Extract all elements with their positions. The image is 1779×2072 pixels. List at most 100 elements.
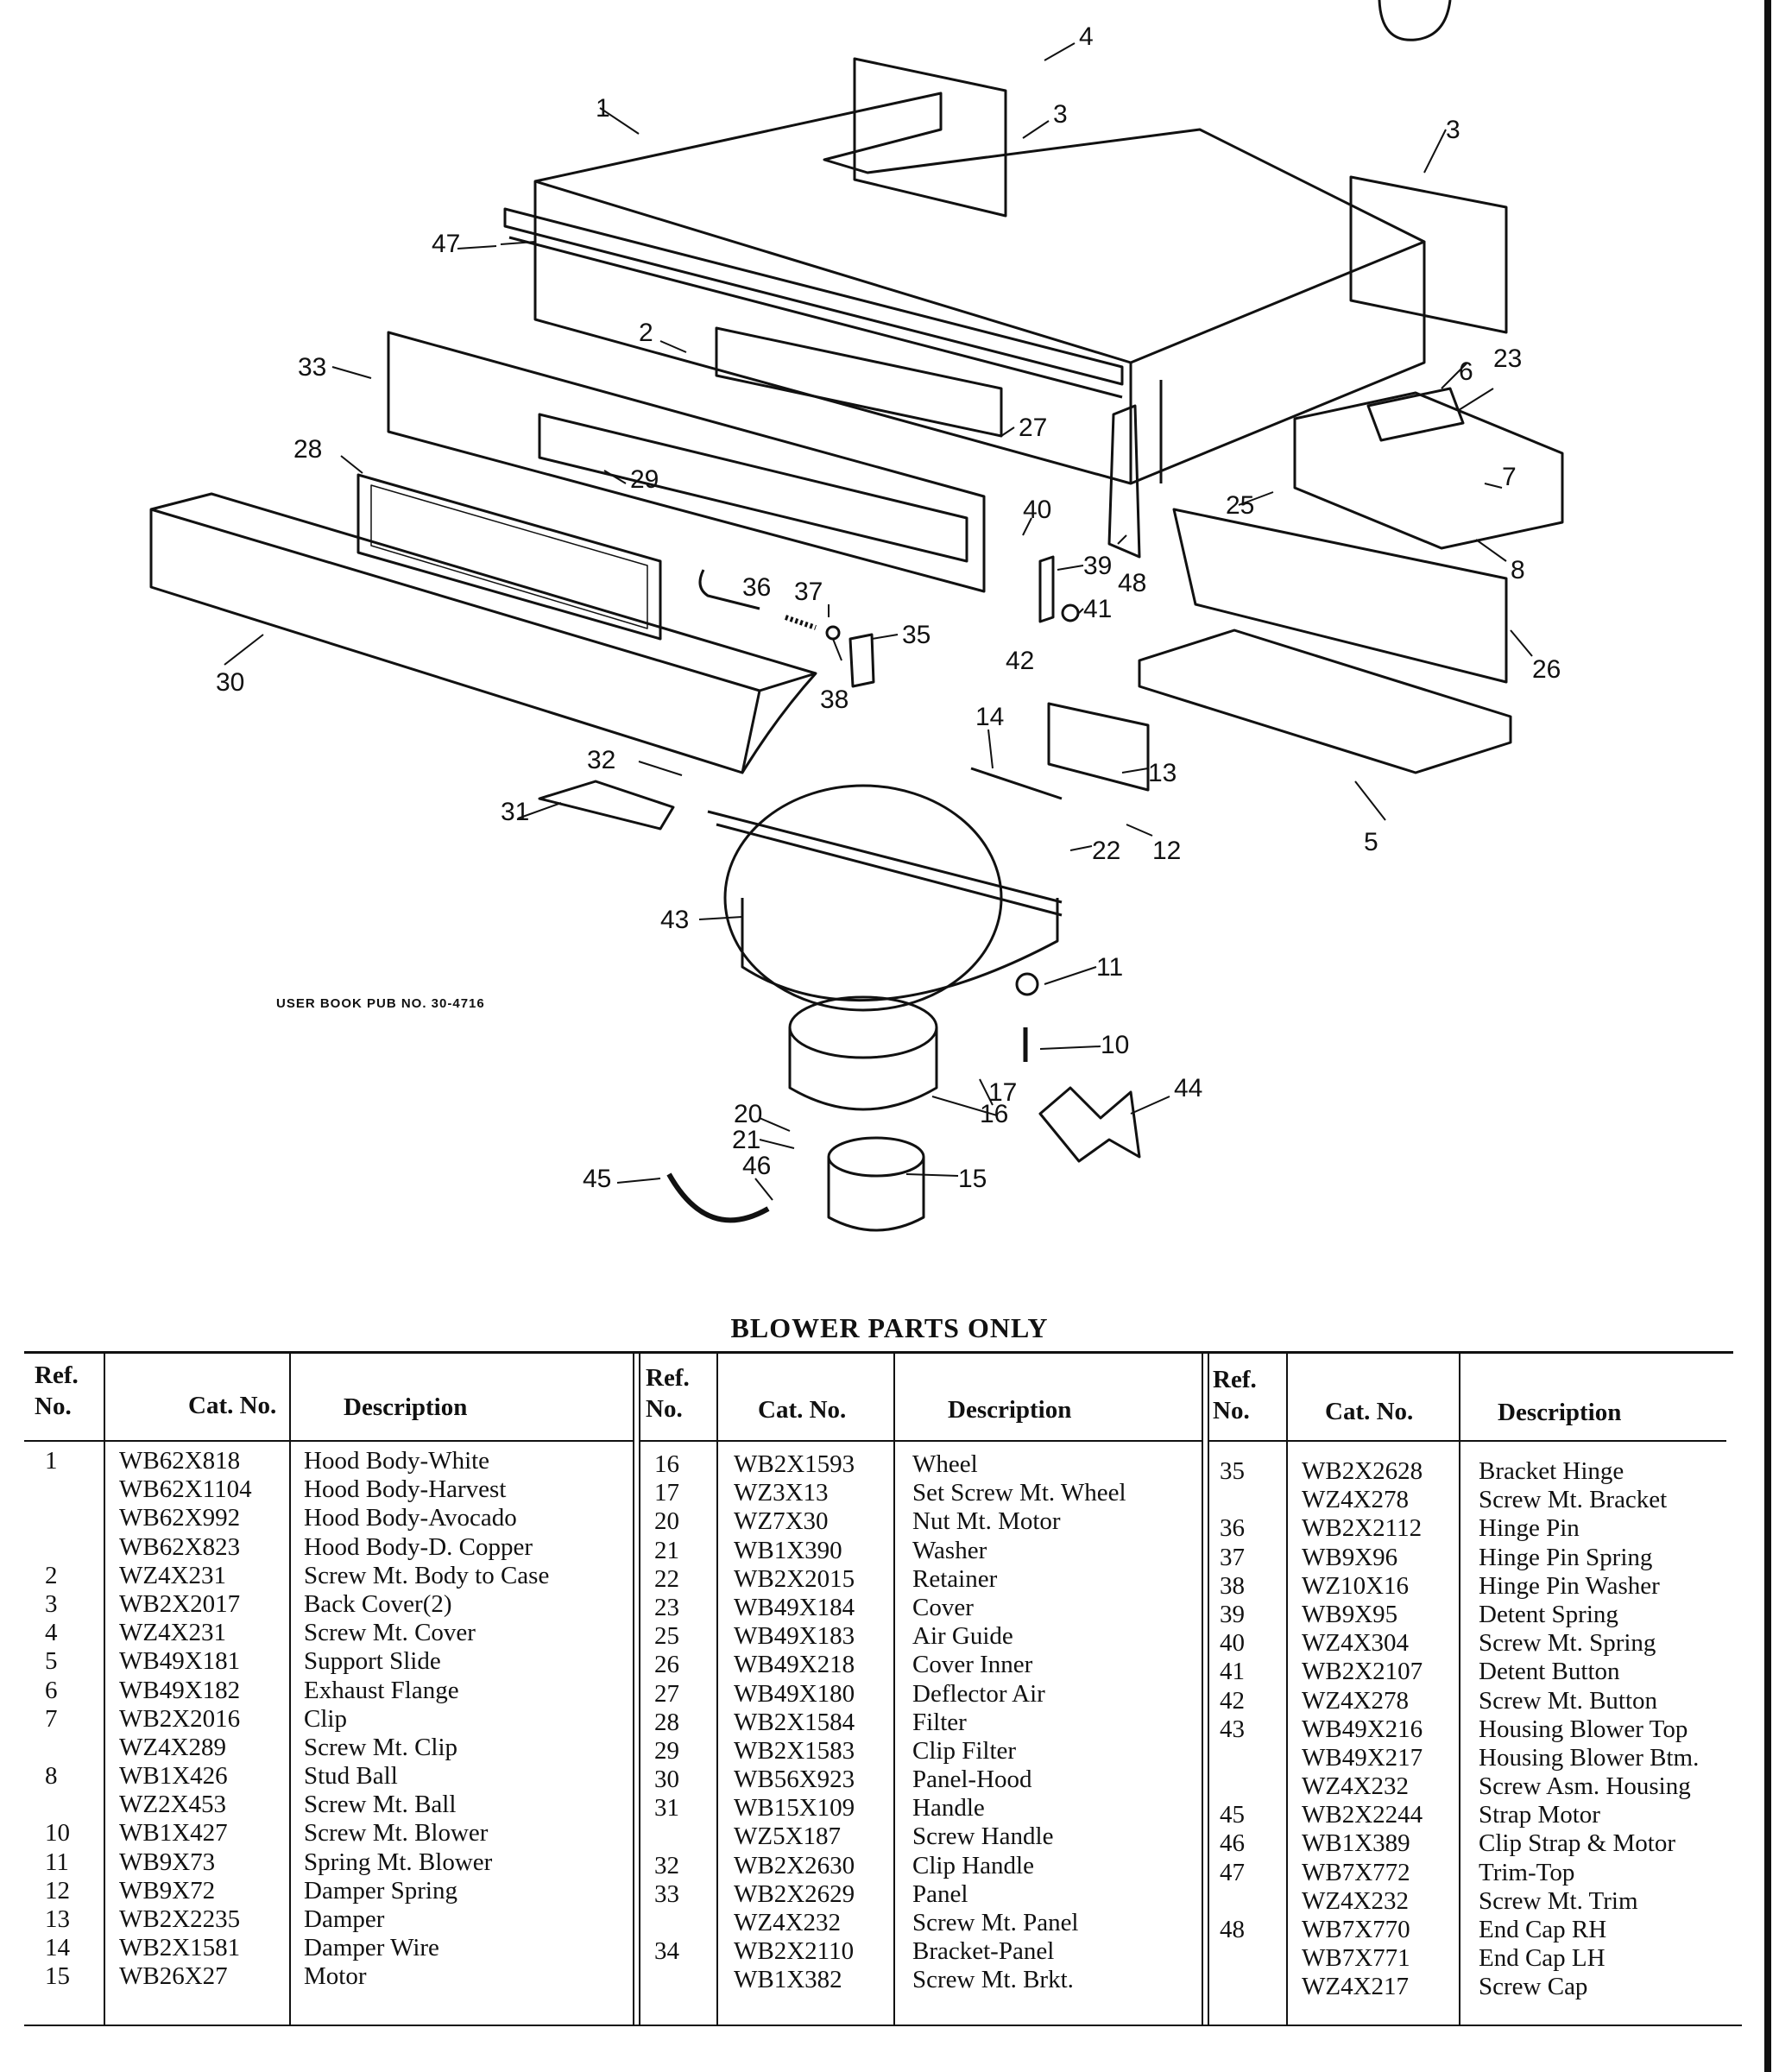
- cat-cell: WB1X382: [734, 1966, 842, 1994]
- cat-cell: WB2X1593: [734, 1450, 855, 1478]
- cat-cell: WZ4X231: [119, 1619, 227, 1647]
- cat-column-1: WB62X818 WB62X1104 WB62X992 WB62X823 WZ4…: [119, 1447, 252, 1992]
- cat-cell: WB49X182: [119, 1676, 241, 1704]
- header-cat-1: Cat. No.: [188, 1392, 277, 1419]
- ref-cell: 6: [45, 1676, 58, 1704]
- housing-blower-part: [723, 784, 1003, 1012]
- callout-43: 43: [660, 906, 689, 934]
- housing-rail-low: [716, 823, 1063, 917]
- ref-cell: [1220, 1486, 1245, 1514]
- desc-cell: Spring Mt. Blower: [304, 1848, 493, 1876]
- cat-cell: WB2X2235: [119, 1905, 241, 1933]
- cat-cell: WB2X1581: [119, 1934, 241, 1962]
- ref-cell: 43: [1220, 1715, 1245, 1743]
- divider: [1286, 1351, 1288, 2025]
- damper-wire-part: [970, 767, 1063, 800]
- cat-cell: WZ5X187: [734, 1822, 842, 1851]
- clip-filter-plate: [538, 413, 968, 563]
- motor-top: [827, 1136, 925, 1178]
- header-desc-2: Description: [948, 1396, 1072, 1424]
- callout-32: 32: [587, 746, 615, 774]
- desc-cell: Clip Strap & Motor: [1479, 1829, 1675, 1858]
- desc-cell: Housing Blower Btm.: [1479, 1743, 1700, 1772]
- ref-cell: 16: [654, 1450, 679, 1478]
- ref-cell: [654, 1966, 679, 1994]
- spring-mt-part: [1015, 972, 1039, 996]
- callout-38: 38: [820, 685, 848, 714]
- header-rule-3: [1208, 1440, 1726, 1442]
- desc-cell: Back Cover(2): [304, 1589, 452, 1618]
- desc-cell: Hinge Pin Spring: [1479, 1543, 1653, 1571]
- ref-cell: 41: [1220, 1658, 1245, 1686]
- cat-cell: WB2X2629: [734, 1879, 855, 1908]
- desc-cell: Motor: [304, 1962, 367, 1991]
- desc-cell: Strap Motor: [1479, 1801, 1600, 1829]
- header-desc-3: Description: [1498, 1399, 1622, 1426]
- desc-cell: Screw Mt. Trim: [1479, 1886, 1638, 1915]
- divider: [639, 1351, 640, 2025]
- callout-33: 33: [298, 353, 326, 382]
- ref-cell: 39: [1220, 1600, 1245, 1628]
- ref-cell: 35: [1220, 1457, 1245, 1485]
- cat-cell: WB2X2630: [734, 1851, 855, 1879]
- callout-23: 23: [1493, 344, 1522, 373]
- cat-cell: WB1X426: [119, 1762, 228, 1791]
- ref-cell: 28: [654, 1708, 679, 1736]
- filter-part: [356, 473, 662, 641]
- wheel-top: [788, 995, 938, 1059]
- cat-cell: WB2X2017: [119, 1589, 241, 1618]
- ref-cell: 12: [45, 1876, 70, 1905]
- wheel-part: [788, 1027, 938, 1111]
- ref-cell: 22: [654, 1564, 679, 1593]
- desc-cell: Screw Mt. Cover: [304, 1619, 476, 1647]
- ref-cell: [654, 1822, 679, 1851]
- cat-cell: WB49X184: [734, 1593, 855, 1621]
- desc-cell: Screw Mt. Spring: [1479, 1629, 1656, 1658]
- desc-cell: Detent Spring: [1479, 1600, 1618, 1628]
- callout-7: 7: [1502, 463, 1517, 491]
- cat-column-2: WB2X1593 WZ3X13 WZ7X30 WB1X390 WB2X2015 …: [734, 1450, 855, 1995]
- callout-35: 35: [902, 621, 931, 649]
- desc-cell: Screw Mt. Brkt.: [912, 1966, 1074, 1994]
- desc-cell: Clip Filter: [912, 1736, 1017, 1765]
- back-cover-left: [853, 57, 1007, 218]
- desc-cell: Hood Body-Harvest: [304, 1475, 507, 1504]
- cover-inner-part: [1172, 508, 1508, 684]
- desc-cell: Filter: [912, 1708, 967, 1736]
- ref-cell: 33: [654, 1879, 679, 1908]
- desc-cell: Exhaust Flange: [304, 1676, 459, 1704]
- ref-cell: 38: [1220, 1571, 1245, 1600]
- desc-cell: Wheel: [912, 1450, 978, 1478]
- cat-cell: WB2X1583: [734, 1736, 855, 1765]
- hinge-pin-washer-part: [825, 625, 841, 641]
- cat-cell: WZ4X304: [1302, 1629, 1410, 1658]
- ref-cell: [1220, 1772, 1245, 1801]
- callout-14: 14: [975, 703, 1004, 731]
- ref-cell: [45, 1734, 70, 1762]
- cat-cell: WB49X218: [734, 1651, 855, 1679]
- detent-spring-part: [1038, 555, 1055, 623]
- desc-column-2: Wheel Set Screw Mt. Wheel Nut Mt. Motor …: [912, 1450, 1126, 1995]
- strap-motor-part: [666, 1172, 770, 1223]
- callout-31: 31: [501, 798, 529, 826]
- ref-cell: 37: [1220, 1543, 1245, 1571]
- cat-cell: WB1X427: [119, 1819, 228, 1848]
- header-ref-line1: Ref.: [646, 1364, 690, 1392]
- cat-cell: WZ4X278: [1302, 1486, 1410, 1514]
- hinge-pin-part: [698, 569, 760, 610]
- callout-37: 37: [794, 578, 823, 606]
- desc-cell: Deflector Air: [912, 1679, 1045, 1708]
- ref-cell: 29: [654, 1736, 679, 1765]
- desc-cell: Washer: [912, 1536, 987, 1564]
- cover-part: [1293, 391, 1564, 550]
- desc-cell: Clip: [304, 1704, 347, 1733]
- cat-cell: WZ3X13: [734, 1479, 829, 1507]
- desc-cell: Hinge Pin: [1479, 1514, 1580, 1543]
- table-top-rule: [24, 1351, 1733, 1354]
- divider: [1459, 1351, 1460, 2025]
- cat-cell: WB2X2112: [1302, 1514, 1423, 1543]
- callout-29: 29: [630, 465, 659, 494]
- desc-cell: Screw Handle: [912, 1822, 1054, 1851]
- damper-part: [1047, 702, 1150, 792]
- ref-cell: 17: [654, 1479, 679, 1507]
